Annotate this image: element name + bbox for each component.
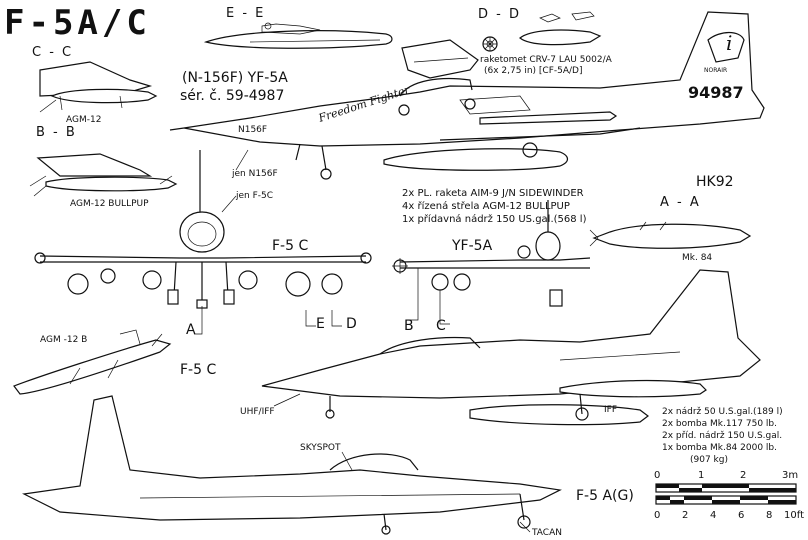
- cut-a-label: A: [186, 322, 196, 338]
- yf5a-id-label: (N-156F) YF-5A: [182, 70, 288, 86]
- f5c-front-label: F-5 C: [272, 238, 308, 254]
- nose-code-label: N156F: [238, 125, 267, 135]
- scale-m-2: 2: [740, 470, 746, 481]
- section-dd: D - D raketomet CRV-7 LAU 5002/A (6x 2,7…: [478, 7, 613, 76]
- f5ag-label: F-5 A(G): [576, 488, 634, 504]
- scale-bar: 0 1 2 3m 0 2 4 6 8 10ft: [654, 470, 804, 521]
- section-cc-label: C - C: [32, 45, 73, 60]
- section-ee-label: E - E: [226, 6, 265, 21]
- scale-ft-2: 4: [710, 510, 716, 521]
- cut-b-label: B: [404, 318, 414, 334]
- tacan-label: TACAN: [531, 528, 562, 538]
- hk92-signature: HK92: [696, 174, 734, 190]
- serial-label: sér. č. 59-4987: [180, 88, 284, 104]
- section-aa: A - A Mk. 84: [589, 195, 752, 263]
- section-cc: C - C AGM-12: [32, 45, 158, 125]
- agm12b-view: AGM -12 B: [13, 329, 172, 395]
- scale-ft-1: 2: [682, 510, 688, 521]
- cut-e-label: E: [316, 316, 325, 332]
- jen-n156f-label: jen N156F: [231, 169, 278, 179]
- tail-number: 94987: [688, 83, 744, 102]
- cut-d-label: D: [346, 316, 357, 332]
- scale-m-3: 3m: [782, 470, 798, 481]
- stores-line-1: 2x PL. raketa AIM-9 J/N SIDEWINDER: [402, 188, 584, 199]
- section-ee: E - E: [203, 6, 393, 49]
- tail-emblem-icon: i: [726, 31, 732, 55]
- tail-small-label: NORAIR: [704, 67, 727, 74]
- crv7-label-2: (6x 2,75 in) [CF-5A/D]: [484, 66, 582, 76]
- yf5a-front-view: YF-5A B C: [392, 200, 591, 334]
- agm12b-label: AGM -12 B: [40, 335, 87, 345]
- mk84-label: Mk. 84: [682, 253, 712, 263]
- loads-line-2: 2x bomba Mk.117 750 lb.: [662, 419, 777, 429]
- loads-line-1: 2x nádrž 50 U.S.gal.(189 l): [662, 407, 783, 417]
- section-bb: B - B AGM-12 BULLPUP: [29, 125, 178, 209]
- iff-label: IFF: [604, 405, 617, 415]
- loads-line-4: 1x bomba Mk.84 2000 lb.: [662, 443, 777, 453]
- stores-line-2: 4x řízená střela AGM-12 BULLPUP: [402, 200, 570, 212]
- yf5a-front-label: YF-5A: [451, 238, 493, 254]
- loads-line-5: (907 kg): [690, 455, 728, 465]
- scale-m-0: 0: [654, 470, 660, 481]
- jen-f5c-label: jen F-5C: [235, 191, 273, 201]
- section-bb-label: B - B: [36, 125, 77, 140]
- agm12-top-label: AGM-12: [66, 115, 101, 125]
- crv7-label-1: raketomet CRV-7 LAU 5002/A: [480, 55, 613, 65]
- f5ag-side-view: SKYSPOT TACAN F-5 A(G): [22, 395, 634, 538]
- f5c-front-view: jen F-5C F-5 C A E D: [34, 150, 372, 338]
- section-dd-label: D - D: [478, 7, 521, 22]
- scale-ft-3: 6: [738, 510, 744, 521]
- section-aa-label: A - A: [660, 195, 701, 210]
- scale-ft-0: 0: [654, 510, 660, 521]
- uhf-iff-label: UHF/IFF: [240, 407, 275, 417]
- skyspot-label: SKYSPOT: [300, 443, 341, 453]
- cut-c-label: C: [436, 318, 446, 334]
- f5c-side-label: F-5 C: [180, 362, 216, 378]
- yf5a-side-view: i NORAIR 94987 N156F Freedom Fighter: [169, 11, 765, 180]
- loads-line-3: 2x příd. nádrž 150 U.S.gal.: [662, 431, 782, 441]
- agm12-bullpup-label: AGM-12 BULLPUP: [70, 199, 149, 209]
- scale-ft-5: 10ft: [784, 510, 804, 521]
- f5c-side-view: F-5 C UHF/IFF IFF: [180, 269, 761, 426]
- stores-line-3: 1x přídavná nádrž 150 US.gal.(568 l): [402, 213, 587, 225]
- scale-ft-4: 8: [766, 510, 772, 521]
- page-title: F-5A/C: [4, 3, 151, 43]
- scale-m-1: 1: [698, 470, 704, 481]
